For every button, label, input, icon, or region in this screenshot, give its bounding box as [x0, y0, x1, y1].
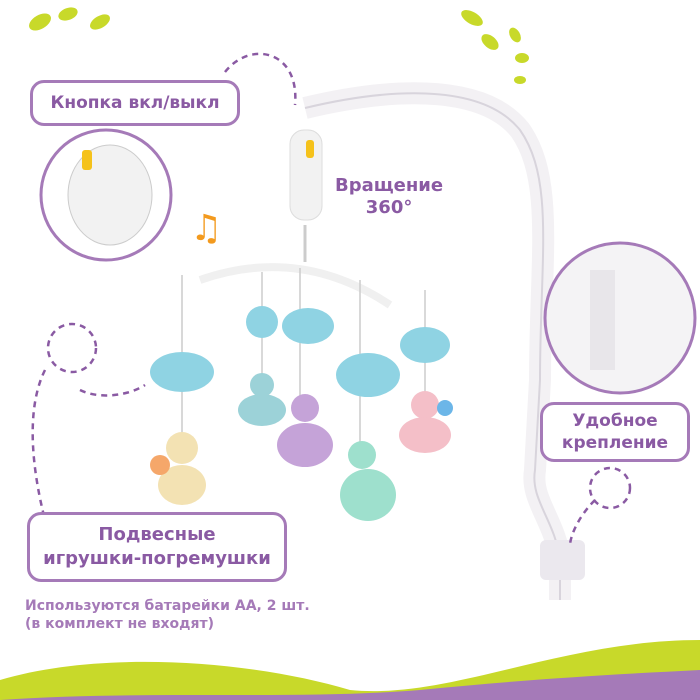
rotation-label: Вращение 360°: [335, 175, 443, 219]
leaf-decoration-right: [461, 10, 529, 84]
power-button-icon: [306, 140, 314, 158]
bear-toys: [150, 373, 453, 521]
power-button-label: Кнопка вкл/выкл: [30, 80, 240, 126]
inset-mount: [543, 241, 697, 395]
purple-wave: [0, 670, 700, 700]
mount-label: Удобное крепление: [540, 402, 690, 462]
battery-note: Используются батарейки АА, 2 шт. (в комп…: [25, 597, 310, 633]
mount-clamp: [540, 540, 585, 580]
toys-line1: Подвесные: [98, 524, 216, 545]
mount-line2: крепление: [561, 433, 669, 453]
power-button-text: Кнопка вкл/выкл: [50, 93, 220, 113]
rotation-line1: Вращение: [335, 175, 444, 196]
toys-line2: игрушки-погремушки: [43, 548, 271, 569]
hanger-frame: [198, 263, 393, 309]
rotation-line2: 360°: [365, 197, 413, 218]
toys-label: Подвесные игрушки-погремушки: [27, 512, 287, 582]
battery-line2: (в комплект не входят): [25, 616, 214, 632]
dashed-arrows: [31, 52, 632, 546]
leaf-decoration-left: [29, 7, 110, 31]
mount-line1: Удобное: [572, 411, 658, 431]
battery-line1: Используются батарейки АА, 2 шт.: [25, 598, 310, 614]
cloud-toys: [150, 306, 450, 397]
music-note-icon: ♫: [190, 208, 222, 249]
